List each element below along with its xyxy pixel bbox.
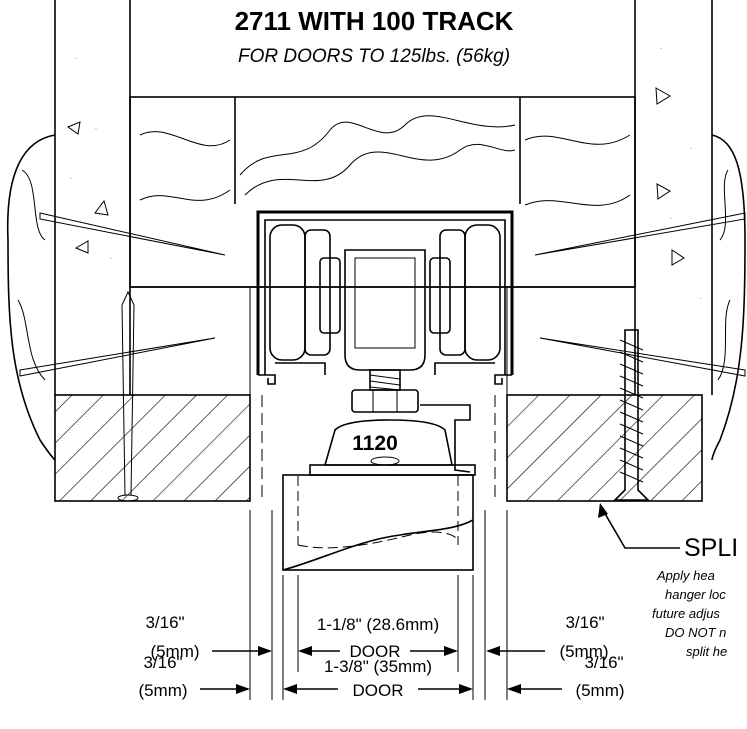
- right-soffit: [711, 134, 746, 461]
- door-upper-size: 1-1/8" (28.6mm): [317, 615, 439, 634]
- split-note-line-5: split he: [686, 644, 727, 659]
- adjusting-bolt: [351, 369, 419, 413]
- dimension-arrows: [200, 646, 562, 694]
- svg-text:·: ·: [670, 216, 672, 222]
- left-upper-metric: (5mm): [150, 642, 199, 661]
- right-stud: · · · ·: [634, 0, 713, 395]
- right-upper-metric: (5mm): [559, 642, 608, 661]
- split-note-line-1: Apply hea: [656, 568, 715, 583]
- dimension-extensions: [249, 510, 508, 700]
- right-lower-frac: 3/16": [584, 653, 623, 672]
- svg-text:·: ·: [110, 256, 112, 262]
- svg-text:·: ·: [660, 46, 662, 52]
- roller-wheels: [269, 224, 501, 371]
- hanger-1120: [309, 404, 476, 476]
- left-jamb: [54, 394, 251, 502]
- split-header-label: SPLI: [684, 534, 738, 562]
- left-upper-frac: 3/16": [145, 613, 184, 632]
- door-panel: [282, 474, 474, 571]
- left-lower-frac: 3/16": [143, 653, 182, 672]
- door-lower-label: DOOR: [353, 681, 404, 700]
- left-soffit: [6, 134, 56, 461]
- svg-text:·: ·: [690, 146, 692, 152]
- split-note-line-2: hanger loc: [665, 587, 726, 602]
- svg-text:·: ·: [70, 176, 72, 182]
- svg-text:·: ·: [75, 56, 77, 62]
- title: 2711 WITH 100 TRACK: [235, 6, 514, 36]
- left-lower-metric: (5mm): [138, 681, 187, 700]
- split-note-line-3: future adjus: [652, 606, 720, 621]
- left-stud: · · · ·: [54, 0, 131, 395]
- right-jamb: [506, 394, 703, 502]
- header-block: [129, 96, 636, 288]
- svg-text:·: ·: [700, 296, 702, 302]
- door-upper-label: DOOR: [350, 642, 401, 661]
- door-lower-size: 1-3/8" (35mm): [324, 657, 432, 676]
- svg-text:·: ·: [95, 126, 97, 132]
- split-note-line-4: DO NOT n: [665, 625, 726, 640]
- split-header-leader: [598, 503, 680, 549]
- hanger-label: 1120: [352, 432, 398, 455]
- right-lower-metric: (5mm): [575, 681, 624, 700]
- right-upper-frac: 3/16": [565, 613, 604, 632]
- track-100: [235, 204, 520, 385]
- subtitle: FOR DOORS TO 125lbs. (56kg): [238, 46, 510, 67]
